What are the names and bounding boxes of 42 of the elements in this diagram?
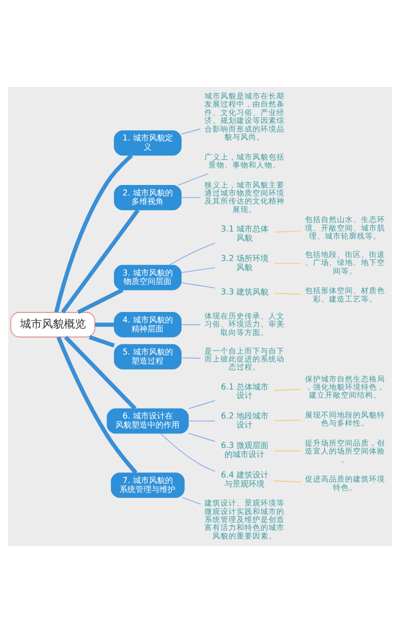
node-text: 3.2 场所环境风貌 [220,252,269,272]
connector [274,480,302,482]
node-box: 4. 城市风貌的精神层面 [114,312,182,338]
connector [274,230,302,233]
connector [64,336,137,410]
connector [178,173,208,186]
connector [95,322,114,327]
connector [180,128,201,134]
connector [188,432,216,442]
node-box: 2. 城市风貌的多维视角 [114,185,182,210]
node-box: 城市风貌概览 [10,312,96,338]
connector [180,282,216,288]
connector [274,450,302,452]
connector [56,336,138,474]
node-text: 6.4 建筑设计与景观环境 [220,469,269,488]
node-text: 6.1 总体城市设计 [220,381,269,400]
connector [180,324,201,326]
connector [160,432,216,472]
node-box: 3. 城市风貌的物质空间层面 [114,264,182,290]
connector [180,197,201,198]
connector [77,288,124,314]
connector [274,262,302,264]
connector [188,420,216,422]
connector [88,335,115,348]
connector [274,292,302,295]
node-box: 1. 城市风貌定义 [114,130,182,156]
node-box: 5. 城市风貌的塑造过程 [114,344,182,370]
node-box: 6. 城市设计在风貌塑造中的作用 [106,408,189,434]
connector [188,400,216,410]
connector [274,388,302,391]
connector [180,267,216,274]
connector [54,154,133,313]
connector [60,208,140,314]
connector [180,357,201,359]
node-text: 3.1 城市总体风貌 [220,224,269,242]
node-text: 6.2 地段城市设计 [220,410,269,430]
node-text: 3.3 建筑风貌 [220,286,269,297]
connector [168,242,216,266]
connector [274,420,302,422]
node-text: 6.3 微观层面的城市设计 [220,440,269,459]
connector [182,497,202,505]
node-box: 7. 城市风貌的系统管理与维护 [110,472,185,498]
